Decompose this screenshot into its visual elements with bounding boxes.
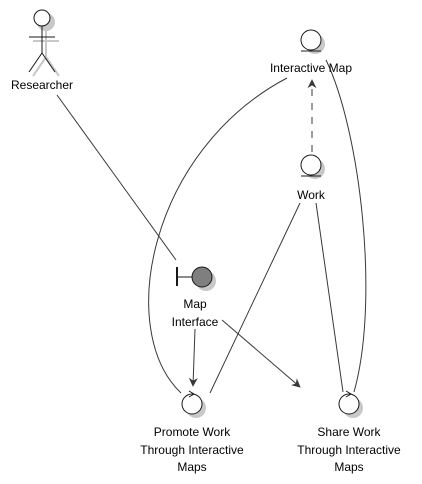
control-circle [181,393,203,415]
control-promote-work: Promote Work Through Interactive Maps [140,390,244,474]
edge-interactive-map-share-work [325,59,367,393]
control-circle [338,393,360,415]
edge-work-promote-work [209,202,301,394]
control-label-line-3: Maps [334,460,363,474]
control-label-line-3: Maps [177,460,206,474]
control-arrow-icon [345,390,352,398]
control-arrow-icon [188,390,195,398]
entity-circle [300,29,322,51]
edge-interactive-map-promote-work [148,77,288,394]
control-share-work: Share Work Through Interactive Maps [297,390,401,474]
control-label-line-1: Promote Work [154,425,231,439]
boundary-label-line-1: Map [183,297,207,311]
control-label-line-2: Through Interactive [297,443,401,457]
actor-label: Researcher [11,78,73,92]
entity-circle [300,154,322,176]
boundary-circle [191,266,213,288]
entity-interactive-map: Interactive Map [270,29,352,75]
edges [56,59,367,394]
actor-figure [28,9,56,73]
actor-researcher: Researcher [11,9,73,92]
entity-work: Work [297,154,326,202]
edge-researcher-map-interface [56,94,177,261]
boundary-map-interface: Map Interface [172,266,219,329]
control-label-line-1: Share Work [317,425,381,439]
edge-map-interface-promote-work [188,328,198,387]
boundary-label-line-2: Interface [172,315,219,329]
entity-label: Work [297,188,326,202]
edge-map-interface-share-work [221,319,301,388]
edge-work-share-work [315,202,344,393]
entity-label: Interactive Map [270,61,352,75]
control-label-line-2: Through Interactive [140,443,244,457]
